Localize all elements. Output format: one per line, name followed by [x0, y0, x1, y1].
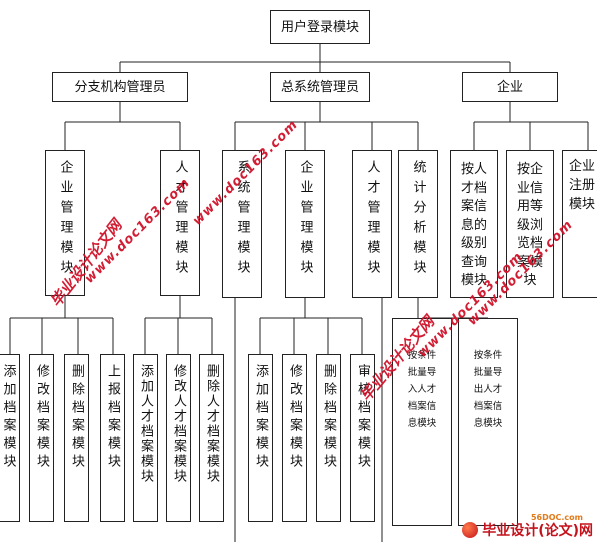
sys-edit-archive-node: 修改档案模块 [282, 354, 307, 522]
enterprise-register-line: 企业 [568, 159, 595, 174]
talent-level-query-line: 息的 [460, 217, 487, 233]
stats-analysis-node: 统计分析模块 [398, 150, 438, 298]
branch-enterprise-mgmt-node: 企业管理模块 [45, 150, 85, 296]
branch-add-talent-node: 添加人才档案模块 [133, 354, 158, 522]
talent-level-query-node: 按人才档案信息的级别查询模块 [450, 150, 498, 298]
enterprise-node: 企业 [462, 72, 558, 102]
credit-level-browse-line: 览档 [516, 236, 543, 252]
talent-level-query-label: 按人才档案信息的级别查询模块 [461, 161, 487, 291]
corner-watermark-logo: 毕业设计(论文)网 [462, 520, 593, 540]
talent-level-query-line: 模块 [460, 273, 487, 289]
talent-level-query-line: 查询 [460, 254, 487, 270]
branch-delete-talent-node: 删除人才档案模块 [199, 354, 224, 522]
branch-edit-talent-node: 修改人才档案模块 [166, 354, 191, 522]
system-admin-node: 总系统管理员 [270, 72, 370, 102]
corner-watermark-text: 毕业设计(论文)网 [482, 523, 593, 539]
system-talent-mgmt-node: 人才管理模块 [352, 150, 392, 298]
branch-admin-label: 分支机构管理员 [74, 79, 166, 95]
batch-import-label: 按条件 批量导 入人才 档案信 息模块 [407, 350, 437, 429]
branch-talent-mgmt-node: 人才管理模块 [160, 150, 200, 296]
sys-add-archive-node: 添加档案模块 [248, 354, 273, 522]
talent-level-query-line: 按人 [460, 162, 487, 178]
system-talent-mgmt-label: 人才管理模块 [364, 160, 380, 280]
credit-level-browse-line: 按企 [516, 162, 543, 178]
stats-analysis-label: 统计分析模块 [410, 160, 426, 280]
sys-add-archive-label: 添加档案模块 [253, 364, 268, 472]
branch-delete-archive-label: 删除档案模块 [69, 364, 84, 472]
root-node: 用户登录模块 [270, 10, 370, 44]
branch-add-talent-label: 添加人才档案模块 [138, 364, 153, 484]
talent-level-query-line: 级别 [460, 236, 487, 252]
branch-talent-mgmt-label: 人才管理模块 [172, 160, 188, 280]
branch-add-archive-label: 添加档案模块 [0, 364, 16, 472]
batch-import-node: 按条件 批量导 入人才 档案信 息模块 [392, 318, 452, 526]
branch-report-archive-node: 上报档案模块 [100, 354, 125, 522]
branch-report-archive-label: 上报档案模块 [105, 364, 120, 472]
branch-add-archive-node: 添加档案模块 [0, 354, 20, 522]
talent-level-query-line: 案信 [460, 199, 487, 215]
credit-level-browse-line: 级浏 [516, 217, 543, 233]
branch-edit-archive-label: 修改档案模块 [34, 364, 49, 472]
system-mgmt-label: 系统管理模块 [234, 160, 250, 280]
sys-delete-archive-label: 删除档案模块 [321, 364, 336, 472]
batch-export-label: 按条件 批量导 出人才 档案信 息模块 [473, 350, 503, 429]
sys-review-archive-node: 审核档案模块 [350, 354, 375, 522]
system-admin-label: 总系统管理员 [280, 79, 359, 95]
enterprise-label: 企业 [496, 79, 523, 95]
sys-review-archive-label: 审核档案模块 [355, 364, 370, 472]
enterprise-register-line: 注册 [568, 178, 595, 193]
credit-level-browse-line: 用等 [516, 199, 543, 215]
branch-admin-node: 分支机构管理员 [52, 72, 188, 102]
credit-level-browse-node: 按企业信用等级浏览档案模块 [506, 150, 554, 298]
logo-circle-icon [462, 522, 479, 538]
sys-edit-archive-label: 修改档案模块 [287, 364, 302, 472]
enterprise-register-label: 企业注册模块 [569, 157, 595, 214]
batch-export-node: 按条件 批量导 出人才 档案信 息模块 [458, 318, 518, 526]
sys-delete-archive-node: 删除档案模块 [316, 354, 341, 522]
branch-delete-archive-node: 删除档案模块 [64, 354, 89, 522]
corner-watermark-url: 56DOC.com [530, 513, 583, 522]
credit-level-browse-line: 案模 [516, 254, 543, 270]
system-enterprise-mgmt-label: 企业管理模块 [297, 160, 313, 280]
branch-enterprise-mgmt-label: 企业管理模块 [57, 160, 73, 280]
system-enterprise-mgmt-node: 企业管理模块 [285, 150, 325, 298]
enterprise-register-node: 企业注册模块 [562, 150, 597, 298]
enterprise-register-line: 模块 [568, 197, 595, 212]
branch-delete-talent-label: 删除人才档案模块 [204, 364, 219, 484]
branch-edit-archive-node: 修改档案模块 [29, 354, 54, 522]
root-label: 用户登录模块 [280, 19, 359, 35]
system-mgmt-node: 系统管理模块 [222, 150, 262, 298]
credit-level-browse-line: 业信 [516, 180, 543, 196]
credit-level-browse-label: 按企业信用等级浏览档案模块 [517, 161, 543, 291]
talent-level-query-line: 才档 [460, 180, 487, 196]
credit-level-browse-line: 块 [523, 273, 537, 289]
branch-edit-talent-label: 修改人才档案模块 [171, 364, 186, 484]
